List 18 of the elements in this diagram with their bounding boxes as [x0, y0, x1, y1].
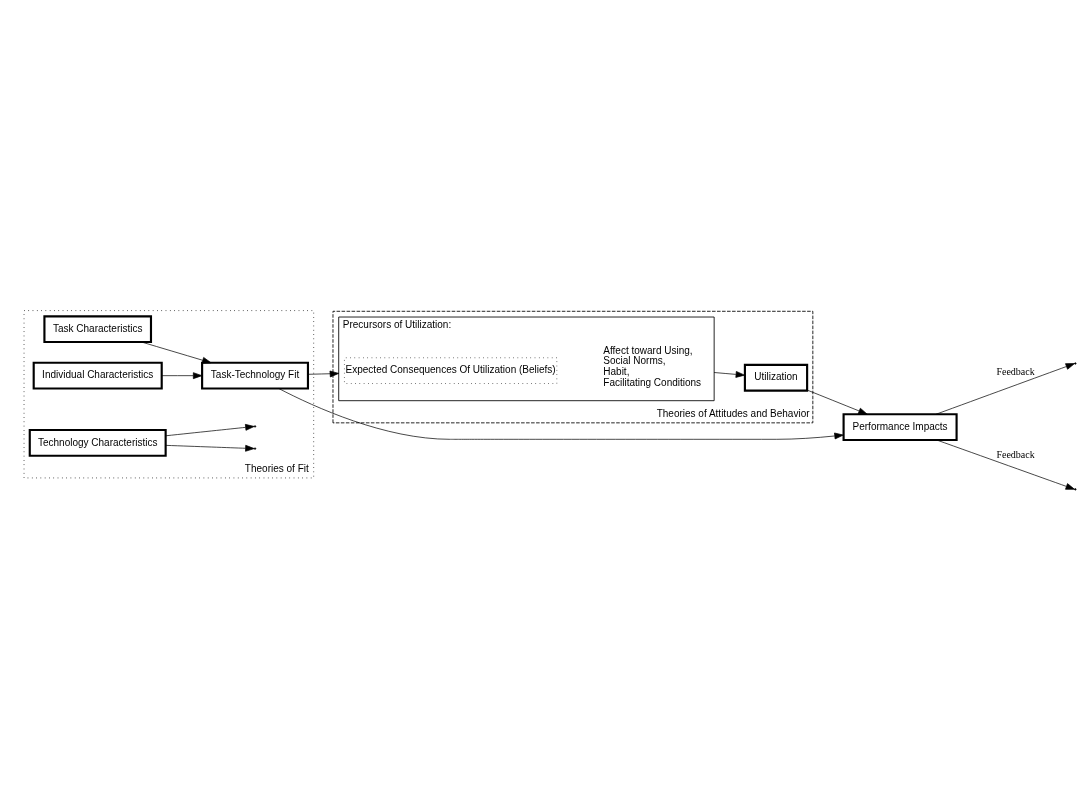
- arrow: [165, 444, 255, 452]
- arrow: [278, 387, 844, 440]
- node-box: Utilization: [743, 363, 809, 392]
- arrow: [935, 362, 1075, 415]
- arrow: [713, 370, 745, 378]
- arrow: [161, 371, 203, 379]
- node-box: Expected Consequences Of Utilization (Beliefs): [344, 356, 558, 384]
- arrow: [141, 341, 212, 364]
- edge-label: Feedback: [996, 365, 1035, 377]
- node-box: Performance Impacts: [842, 412, 958, 441]
- arrow: [307, 370, 340, 377]
- edge-label: Feedback: [996, 448, 1035, 460]
- node-box: Technology Characteristics: [28, 428, 167, 457]
- arrow: [165, 423, 255, 436]
- node-box: Task-Technology Fit: [201, 361, 310, 390]
- node-box: Individual Characteristics: [32, 361, 163, 390]
- arrow: [807, 389, 868, 415]
- node-box: Task Characteristics: [43, 314, 153, 343]
